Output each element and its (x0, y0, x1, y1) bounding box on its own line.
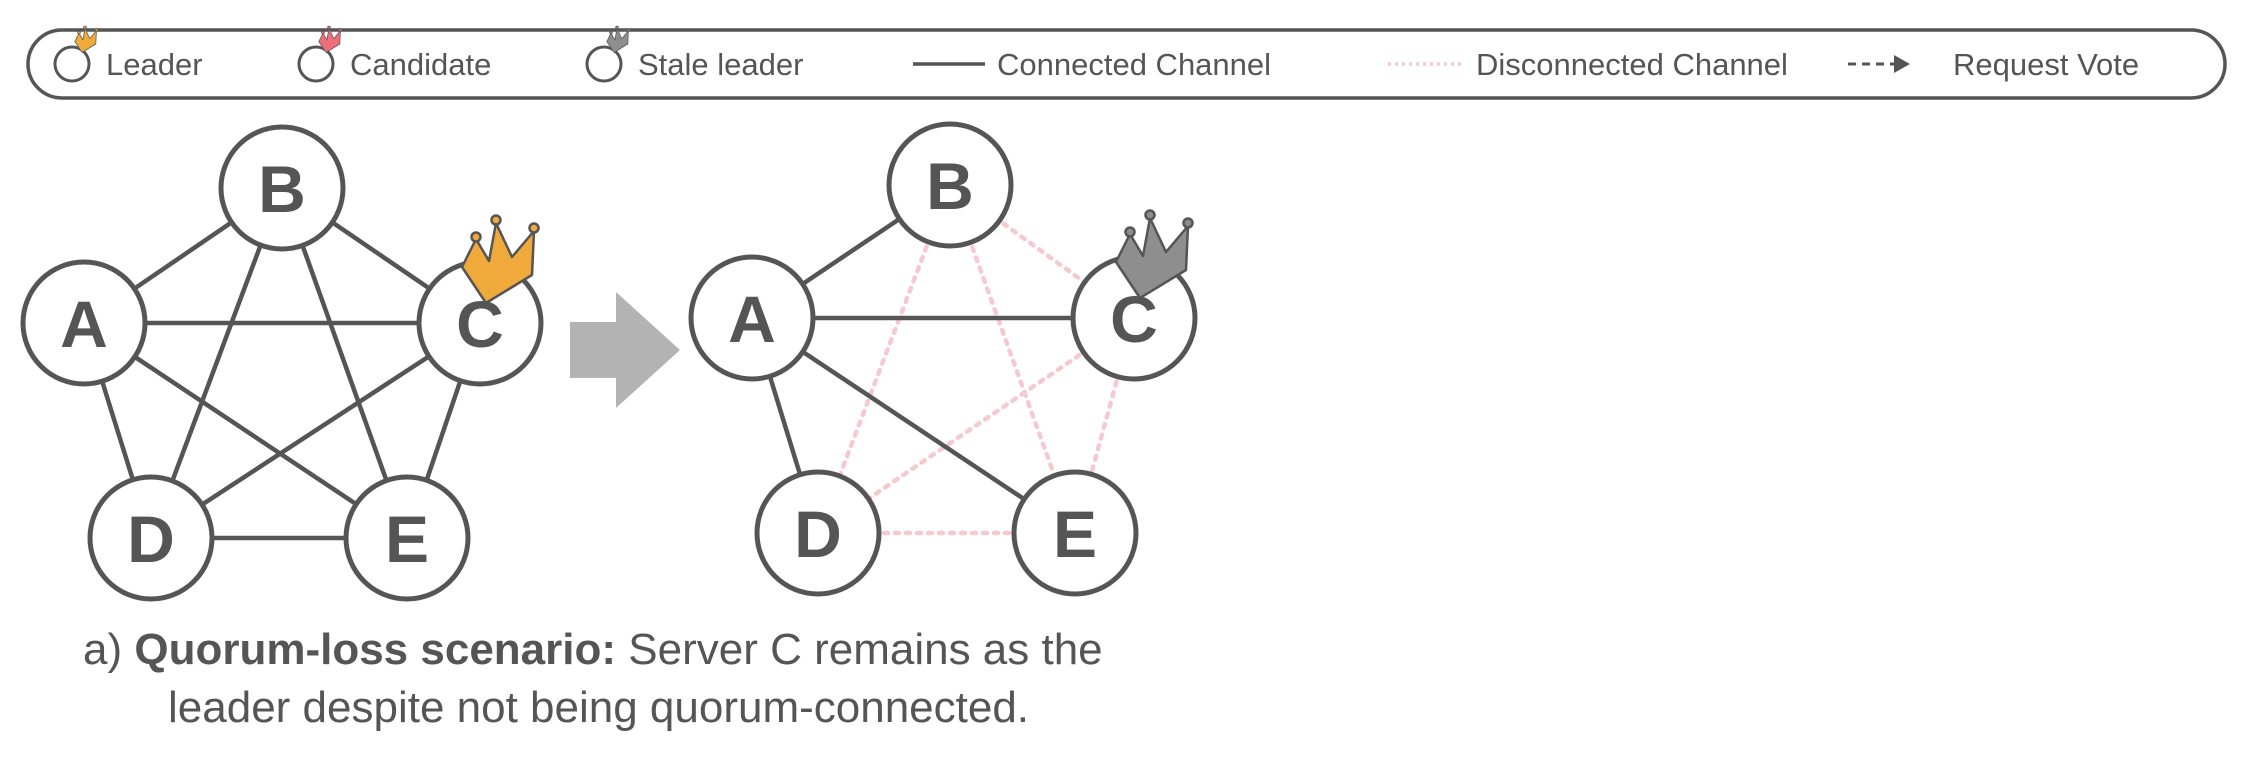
legend-disconnected-label: Disconnected Channel (1476, 47, 1788, 82)
left-node-B: B (218, 124, 346, 252)
caption-rest: Server C remains as the (616, 625, 1103, 674)
left-node-circle-E (343, 474, 471, 602)
right-nodes: A B C D E (688, 121, 1198, 597)
left-node-label-E: E (385, 502, 429, 576)
right-node-label-D: D (794, 497, 842, 571)
left-graph-all-connected: A B C D E (20, 124, 544, 602)
left-connected-edge-CD (149, 321, 482, 540)
left-node-A: A (20, 259, 148, 387)
legend-leader-label: Leader (106, 47, 203, 82)
legend-stale-node-icon (585, 45, 623, 83)
legend-stale-label: Stale leader (638, 47, 803, 82)
right-node-label-C: C (1110, 282, 1158, 356)
left-node-label-A: A (60, 287, 108, 361)
caption-line-2: leader despite not being quorum-connecte… (168, 683, 1029, 732)
legend-item-connected: Connected Channel (913, 47, 1271, 82)
left-node-circle-D (87, 474, 215, 602)
right-node-A: A (688, 254, 816, 382)
left-node-D: D (87, 474, 215, 602)
right-node-circle-D (754, 469, 882, 597)
left-nodes: A B C D E (20, 124, 544, 602)
legend-item-vote: Request Vote (1848, 47, 2139, 82)
left-node-circle-B (218, 124, 346, 252)
legend-vote-arrowhead-icon (1894, 55, 1910, 73)
legend-box (26, 28, 2227, 100)
right-node-B: B (886, 121, 1014, 249)
legend-connected-label: Connected Channel (997, 47, 1271, 82)
right-node-circle-A (688, 254, 816, 382)
legend-vote-label: Request Vote (1953, 47, 2139, 82)
right-node-C: C (1070, 254, 1198, 382)
legend-item-candidate: Candidate (297, 25, 491, 83)
legend-item-leader: Leader (53, 25, 203, 83)
left-node-label-D: D (127, 502, 175, 576)
legend-item-stale: Stale leader (585, 25, 803, 83)
left-node-E: E (343, 474, 471, 602)
right-node-D: D (754, 469, 882, 597)
right-node-label-B: B (926, 149, 974, 223)
right-node-E: E (1011, 469, 1139, 597)
right-disconnected-edge-CD (815, 315, 1137, 536)
legend-candidate-node-icon (297, 45, 335, 83)
transition-arrow-icon (570, 292, 680, 408)
left-node-label-B: B (258, 152, 306, 226)
left-node-circle-A (20, 259, 148, 387)
left-node-label-C: C (456, 287, 504, 361)
left-connected-edge-AE (82, 321, 409, 540)
right-node-label-A: A (728, 282, 776, 356)
legend: Leader Candidate Stale leader Connected Cha… (53, 25, 2139, 83)
right-node-circle-E (1011, 469, 1139, 597)
right-connected-edge-AE (750, 316, 1077, 535)
caption-bold: Quorum-loss scenario: (134, 625, 616, 674)
legend-item-disconnected: Disconnected Channel (1388, 47, 1788, 82)
right-graph-partitioned: A B C D E (688, 121, 1198, 597)
caption-prefix: a) (83, 625, 134, 674)
right-node-label-E: E (1053, 497, 1097, 571)
caption-line-1: a) Quorum-loss scenario: Server C remain… (83, 625, 1103, 674)
legend-leader-node-icon (53, 45, 91, 83)
right-node-circle-B (886, 121, 1014, 249)
legend-candidate-label: Candidate (350, 47, 491, 82)
